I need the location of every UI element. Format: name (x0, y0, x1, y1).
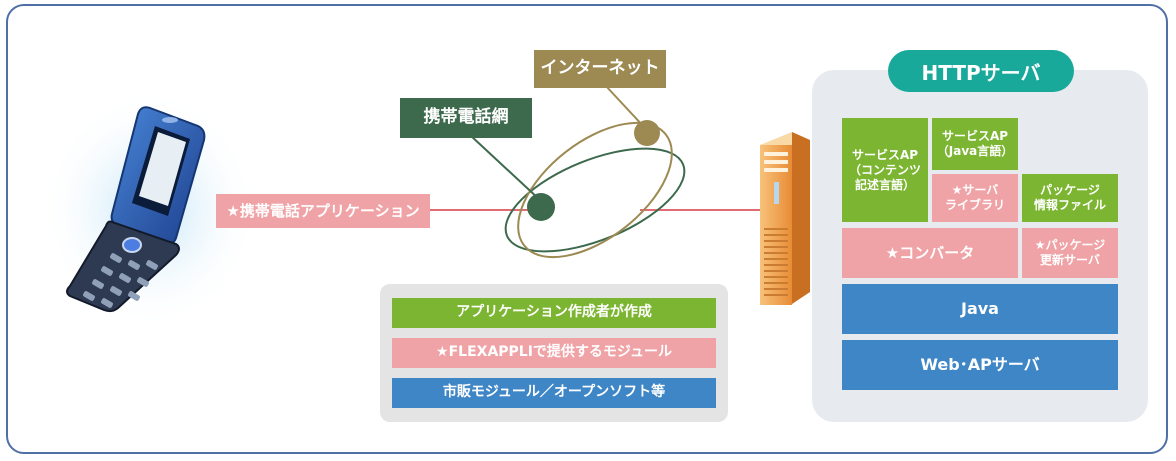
package-info-file-block: パッケージ 情報ファイル (1022, 174, 1118, 222)
web-ap-server-block: Web･APサーバ (842, 340, 1118, 390)
converter-block: ★コンバータ (842, 228, 1018, 278)
mobile-network-label: 携帯電話網 (400, 98, 532, 138)
service-ap-java-block: サービスAP （Java言語） (932, 118, 1018, 170)
package-update-server-block: ★パッケージ 更新サーバ (1022, 228, 1118, 278)
mobile-app-label: ★携帯電話アプリケーション (216, 194, 430, 228)
mobile-net-node (527, 193, 555, 221)
internet-label: インターネット (534, 50, 666, 88)
mobile-phone-icon (66, 106, 206, 313)
server-tower-icon (760, 132, 810, 305)
legend-app-creator: アプリケーション作成者が作成 (392, 298, 716, 328)
internet-pointer (604, 84, 646, 129)
java-block: Java (842, 284, 1118, 334)
mobile-net-pointer (469, 134, 541, 201)
internet-node (634, 120, 660, 146)
legend-flexappli-module: ★FLEXAPPLIで提供するモジュール (392, 338, 716, 368)
server-library-block: ★サーバ ライブラリ (932, 174, 1018, 222)
internet-orbit (517, 121, 673, 259)
legend-commercial-module: 市販モジュール／オープンソフト等 (392, 378, 716, 408)
service-ap-content-block: サービスAP （コンテンツ 記述言語） (842, 118, 928, 222)
http-server-title: HTTPサーバ (888, 50, 1074, 92)
mobile-net-orbit (504, 147, 686, 253)
